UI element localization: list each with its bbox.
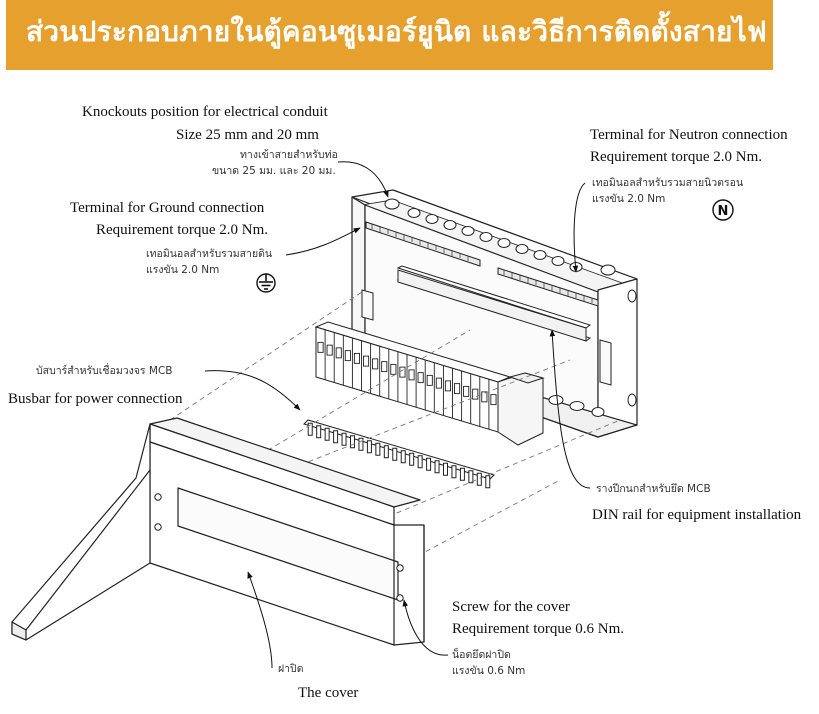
neutral-symbol-icon: N xyxy=(712,199,734,221)
assembly-guide-lines xyxy=(169,289,621,561)
knockout-holes-side xyxy=(548,289,637,417)
ground-symbol-icon xyxy=(256,273,276,293)
screw-label-en-1: Screw for the cover xyxy=(452,599,570,615)
mounting-plates xyxy=(361,289,612,386)
din-rail xyxy=(396,265,592,342)
screw-label-th-1: น็อตยึดฝาปิด xyxy=(452,649,511,661)
knockout-label-th-1: ทางเข้าสายสำหรับท่อ xyxy=(240,149,338,161)
dinrail-label-en: DIN rail for equipment installation xyxy=(592,507,802,523)
ground-label-th-1: เทอมินอลสำหรับรวมสายดิน xyxy=(146,248,273,260)
title-banner: ส่วนประกอบภายในตู้คอนซูเมอร์ยูนิต และวิธ… xyxy=(6,0,773,70)
knockout-label-th-2: ขนาด 25 มม. และ 20 มม. xyxy=(212,165,336,177)
mcb-toggle-levers xyxy=(317,341,497,406)
neutron-label-th-1: เทอมินอลสำหรับรวมสายนิวตรอน xyxy=(592,177,744,189)
knockout-label-en-2: Size 25 mm and 20 mm xyxy=(176,127,319,143)
page-title: ส่วนประกอบภายในตู้คอนซูเมอร์ยูนิต และวิธ… xyxy=(26,15,767,48)
screw-label-th-2: แรงขัน 0.6 Nm xyxy=(452,665,526,677)
ground-terminal-strip xyxy=(365,221,481,267)
cover-label-en: The cover xyxy=(298,685,359,701)
mcb-pole-dividers xyxy=(315,327,499,432)
cover-flap xyxy=(11,423,151,641)
ground-label-en-1: Terminal for Ground connection xyxy=(70,200,265,216)
ground-label-en-2: Requirement torque 2.0 Nm. xyxy=(96,222,269,238)
cover-label-th: ฝาปิด xyxy=(278,663,304,675)
cover-screws xyxy=(154,493,404,602)
neutron-label-th-2: แรงขัน 2.0 Nm xyxy=(592,193,666,205)
ground-label-th-2: แรงขัน 2.0 Nm xyxy=(146,264,220,276)
neutron-label-en-2: Requirement torque 2.0 Nm. xyxy=(590,149,763,165)
screw-label-en-2: Requirement torque 0.6 Nm. xyxy=(452,621,625,637)
neutron-label-en-1: Terminal for Neutron connection xyxy=(590,127,788,143)
busbar-label-en: Busbar for power connection xyxy=(8,391,183,407)
neutral-symbol-letter: N xyxy=(718,204,729,219)
neutral-terminal-strip xyxy=(497,267,599,307)
leader-lines xyxy=(204,161,591,669)
busbar-label-th: บัสบาร์สำหรับเชื่อมวงจร MCB xyxy=(36,365,173,377)
busbar-teeth xyxy=(307,422,491,489)
front-cover xyxy=(149,417,425,646)
dinrail-label-th: รางปีกนกสำหรับยึด MCB xyxy=(596,483,711,495)
knockout-label-en-1: Knockouts position for electrical condui… xyxy=(82,104,328,120)
